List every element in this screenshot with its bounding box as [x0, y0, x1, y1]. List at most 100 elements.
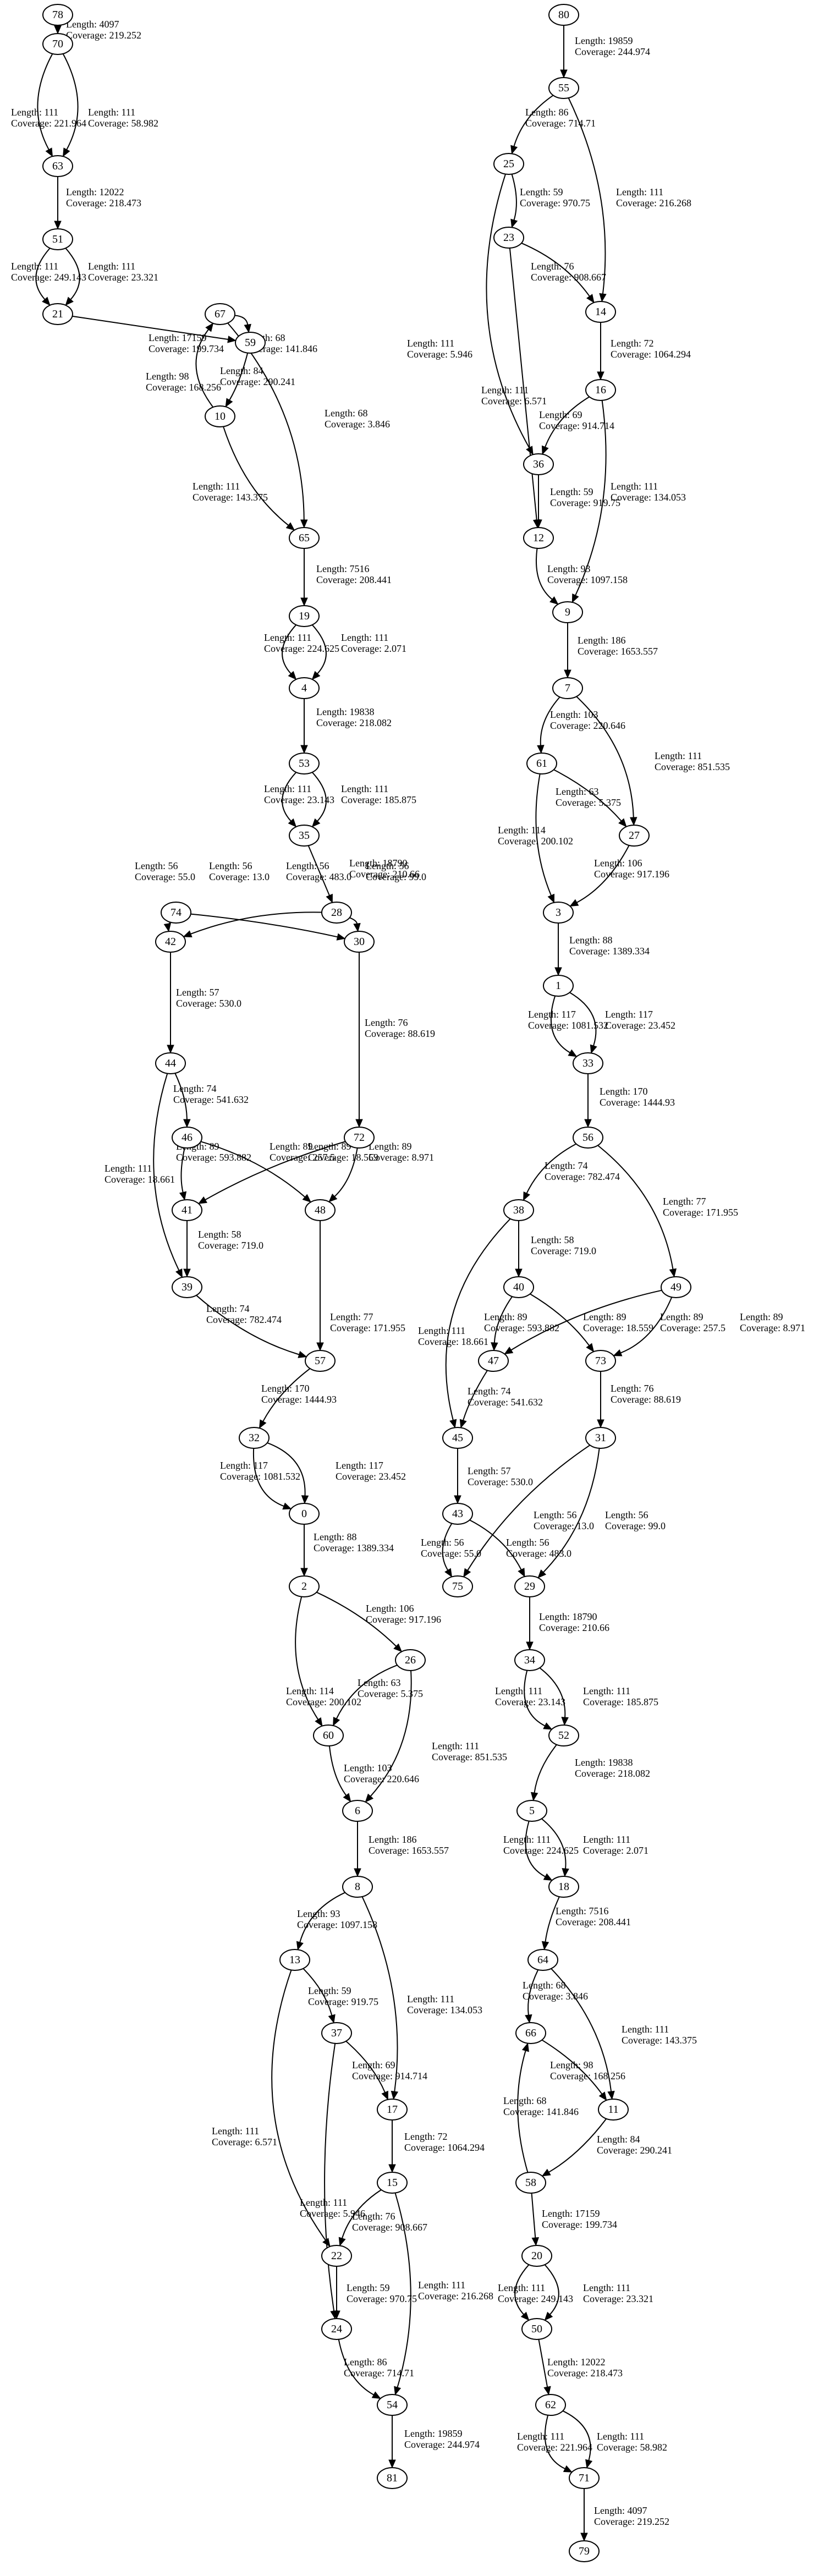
arrowhead [597, 371, 604, 381]
arrowhead [459, 1419, 467, 1429]
edge-length-label: Length: 76 [365, 1017, 408, 1028]
node-5: 5 [516, 1800, 547, 1822]
edge-coverage-label: Coverage: 530.0 [176, 998, 241, 1009]
edge-length-label: Length: 4097 [594, 2505, 647, 2516]
node-11: 11 [598, 2099, 629, 2121]
node-44: 44 [155, 1052, 186, 1074]
edge-coverage-label: Coverage: 208.441 [316, 574, 392, 585]
edge-length-label: Length: 4097 [66, 19, 119, 30]
node-label: 33 [582, 1057, 593, 1069]
node-47: 47 [478, 1350, 509, 1372]
edge-length-label: Length: 111 [503, 1834, 551, 1845]
node-label: 57 [315, 1355, 326, 1367]
arrowhead [491, 1342, 498, 1352]
edge-line [262, 1368, 311, 1422]
node-2: 2 [289, 1575, 320, 1597]
node-label: 11 [608, 2103, 618, 2116]
edge-length-label: Length: 111 [264, 783, 311, 794]
node-label: 21 [52, 308, 63, 320]
node-30: 30 [344, 931, 375, 953]
edge-coverage-label: Coverage: 593.882 [176, 1152, 251, 1163]
node-ellipse [42, 33, 73, 55]
edge-length-label: Length: 186 [369, 1834, 417, 1845]
edge-line [535, 773, 552, 896]
edge-line [562, 2410, 591, 2461]
edge-line [463, 1370, 488, 1421]
arrowhead [300, 745, 308, 754]
node-label: 34 [524, 1654, 535, 1666]
edge-length-label: Length: 77 [663, 1196, 706, 1207]
edge-length-label: Length: 111 [264, 632, 311, 643]
node-label: 78 [52, 9, 63, 21]
node-ellipse [42, 303, 73, 325]
node-60: 60 [313, 1724, 344, 1746]
edge-line [545, 1896, 560, 1942]
node-55: 55 [548, 77, 579, 99]
edge-line [531, 2193, 536, 2238]
node-72: 72 [344, 1127, 375, 1149]
edge-coverage-label: Coverage: 218.473 [547, 2368, 623, 2379]
node-label: 13 [289, 1954, 300, 1966]
node-label: 10 [215, 410, 226, 422]
edge-line [324, 2043, 336, 2311]
node-label: 0 [301, 1508, 307, 1520]
edge-length-label: Length: 19838 [316, 706, 375, 717]
node-label: 62 [545, 2399, 556, 2411]
arrowhead [371, 2391, 381, 2399]
edge-coverage-label: Coverage: 1389.334 [569, 946, 650, 957]
edge-length-label: Length: 117 [605, 1009, 653, 1020]
node-ellipse [239, 1427, 270, 1449]
node-54: 54 [377, 2394, 408, 2416]
edge-coverage-label: Coverage: 210.66 [539, 1622, 609, 1633]
node-label: 46 [182, 1132, 193, 1144]
edge-coverage-label: Coverage: 257.5 [270, 1152, 335, 1163]
edge-length-label: Length: 89 [740, 1311, 783, 1322]
node-39: 39 [172, 1276, 202, 1298]
arrowhead [537, 1569, 547, 1579]
edge-length-label: Length: 93 [297, 1908, 340, 1919]
edge-coverage-label: Coverage: 593.882 [484, 1322, 559, 1333]
edge-coverage-label: Coverage: 483.0 [506, 1548, 571, 1559]
arrowhead [504, 1347, 514, 1355]
edge-coverage-label: Coverage: 18.661 [418, 1336, 488, 1347]
edge-line [370, 1670, 412, 1797]
edge-coverage-label: Coverage: 55.0 [421, 1548, 481, 1559]
node-ellipse [344, 931, 375, 953]
edge-coverage-label: Coverage: 2.071 [583, 1845, 648, 1856]
node-ellipse [289, 1503, 320, 1525]
node-81: 81 [377, 2467, 408, 2489]
edge-line [445, 1218, 511, 1420]
arrowhead [520, 2311, 530, 2321]
arrowhead [526, 1641, 534, 1651]
arrowhead [444, 1568, 453, 1578]
node-label: 5 [529, 1805, 535, 1817]
edge-coverage-label: Coverage: 99.0 [605, 1520, 666, 1531]
node-label: 18 [558, 1881, 569, 1893]
edge-line [234, 315, 249, 325]
node-56: 56 [573, 1127, 603, 1149]
node-ellipse [161, 902, 191, 924]
edge-coverage-label: Coverage: 23.321 [88, 272, 158, 283]
edge-length-label: Length: 19859 [404, 2428, 463, 2439]
node-label: 59 [245, 337, 256, 349]
node-label: 9 [565, 606, 570, 618]
edge-coverage-label: Coverage: 714.71 [525, 118, 596, 129]
edge-coverage-label: Coverage: 23.143 [264, 794, 334, 805]
